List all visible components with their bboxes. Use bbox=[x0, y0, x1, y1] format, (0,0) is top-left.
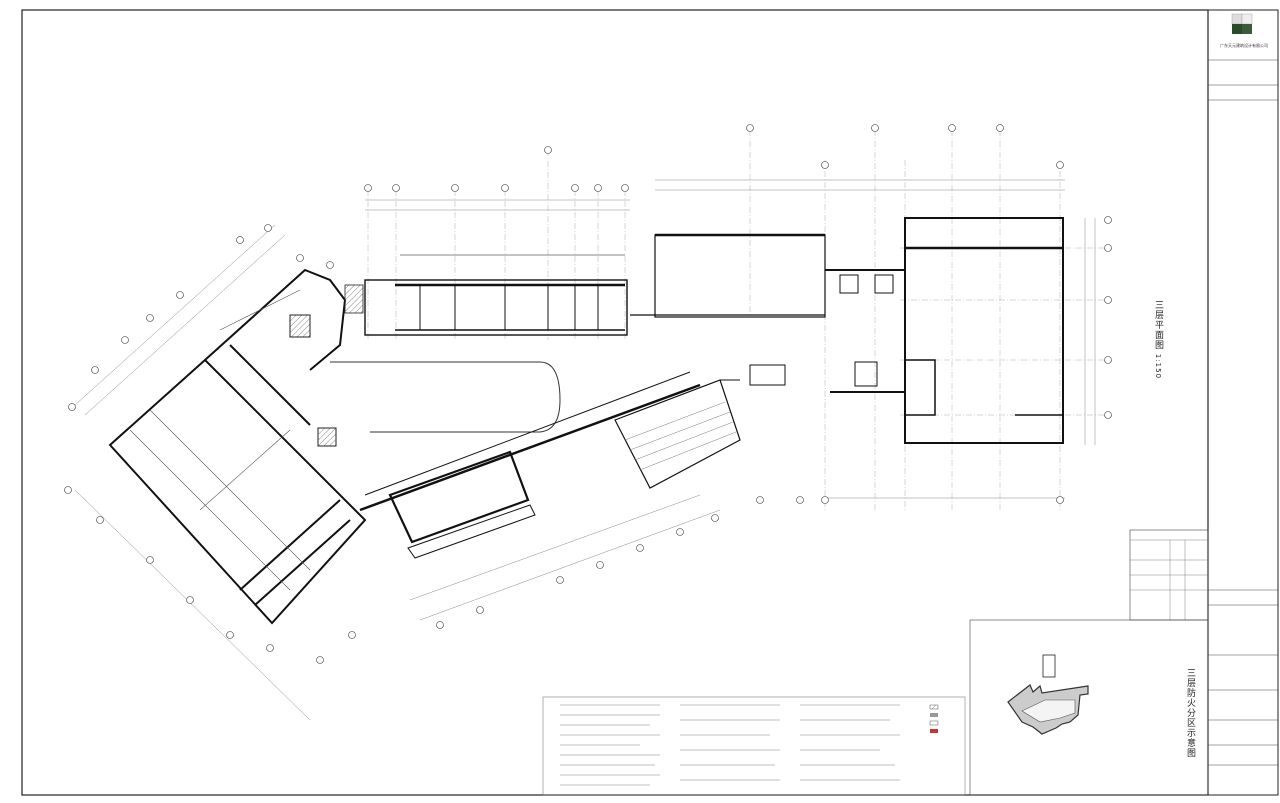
legend bbox=[929, 704, 939, 733]
dimension-lines bbox=[74, 179, 1096, 721]
notes-text bbox=[560, 704, 900, 786]
company-logo bbox=[1231, 13, 1253, 34]
grid-lines bbox=[367, 130, 1110, 510]
title-block-rows bbox=[1208, 59, 1278, 766]
notes-box bbox=[542, 696, 966, 796]
company-name: 广东天元建筑设计有限公司 bbox=[1220, 43, 1268, 48]
drawing-scale: 1:150 bbox=[1154, 353, 1162, 380]
drawing-title: 三层平面图 1:150 bbox=[1152, 300, 1165, 379]
grid-bubbles bbox=[64, 124, 1112, 664]
sheet-border bbox=[21, 9, 1209, 796]
fire-zone-inset bbox=[969, 619, 1209, 796]
middle-block bbox=[630, 233, 905, 393]
southeast-wing bbox=[359, 371, 741, 559]
drawing-title-text: 三层平面图 bbox=[1153, 300, 1163, 350]
east-block bbox=[904, 217, 1064, 444]
courtyard bbox=[330, 361, 561, 433]
north-corridor bbox=[364, 254, 628, 336]
fire-zone-title: 三层防火分区示意图 bbox=[1185, 668, 1195, 758]
title-block bbox=[1207, 9, 1279, 796]
